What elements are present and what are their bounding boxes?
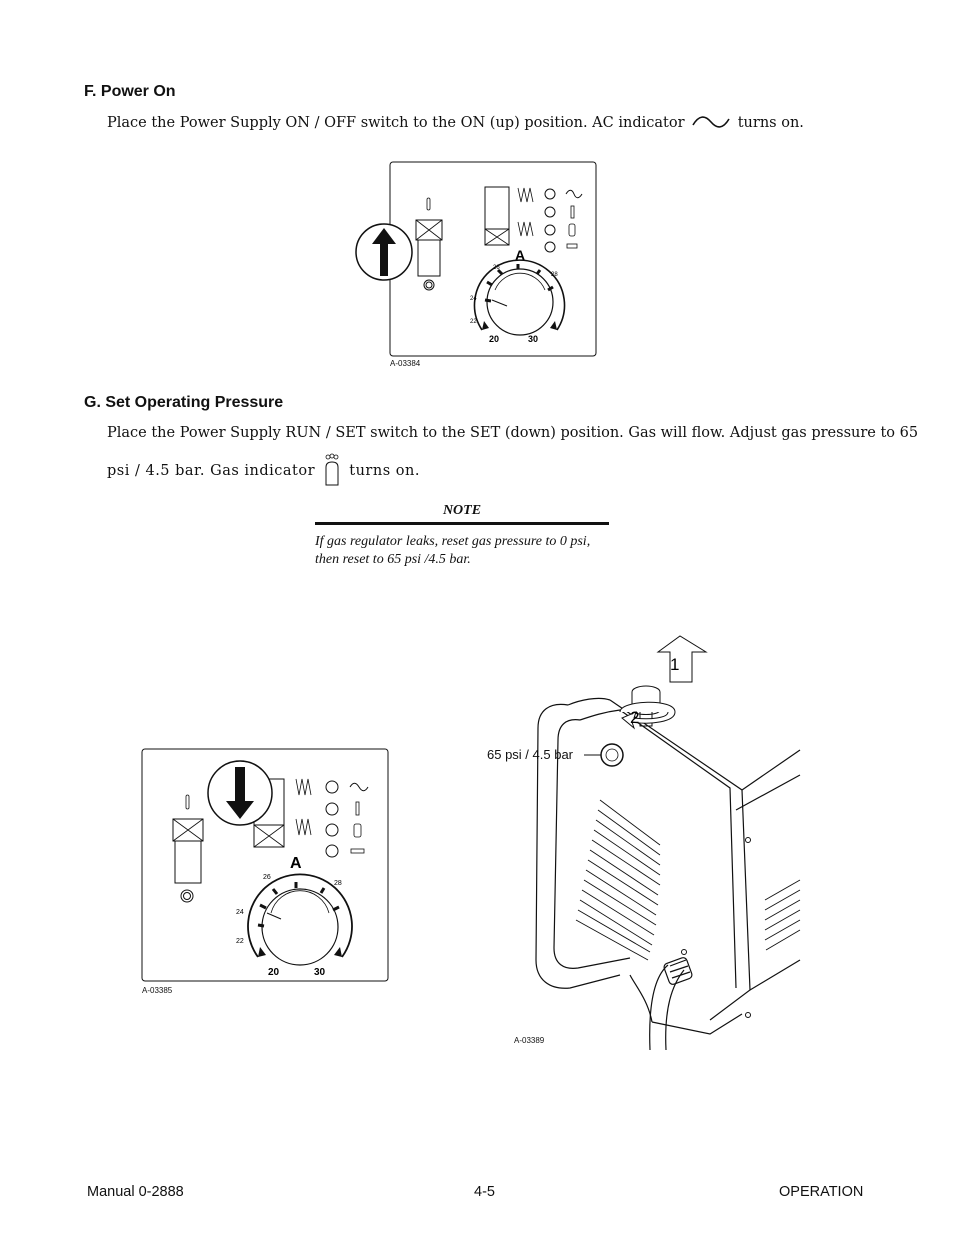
step-1-label: 1	[670, 655, 679, 674]
pressure-callout: 65 psi / 4.5 bar	[487, 747, 573, 762]
panel-figure-on: A 20 22 24 26 28 30	[355, 161, 597, 357]
note-box: NOTE If gas regulator leaks, reset gas p…	[315, 503, 609, 569]
section-g-heading: G. Set Operating Pressure	[84, 394, 284, 411]
label-a: A	[515, 247, 525, 263]
footer-section: OPERATION	[779, 1184, 864, 1200]
power-cable	[649, 957, 693, 1051]
rotate-arrow-icon	[619, 701, 676, 730]
current-dial[interactable]: 20 22 24 26 28 30	[470, 259, 566, 344]
svg-text:24: 24	[236, 909, 244, 916]
svg-text:26: 26	[493, 265, 500, 271]
svg-text:20: 20	[268, 967, 280, 978]
current-dial[interactable]: 20 22 24 26 28 30	[236, 873, 353, 978]
svg-text:22: 22	[236, 938, 244, 945]
section-f-text-after: turns on.	[737, 115, 804, 131]
svg-text:28: 28	[334, 880, 342, 887]
ac-wave-icon	[692, 116, 730, 128]
section-f-text-before: Place the Power Supply ON / OFF switch t…	[107, 115, 685, 131]
arrow-down-icon	[207, 760, 273, 826]
figure-2-id: A-03385	[142, 986, 173, 995]
section-f-heading: F. Power On	[84, 83, 176, 100]
arrow-up-icon	[355, 223, 413, 281]
note-title: NOTE	[442, 503, 482, 518]
svg-text:28: 28	[551, 272, 558, 278]
pressure-gauge	[600, 743, 624, 767]
power-switch[interactable]	[172, 818, 204, 884]
svg-text:24: 24	[470, 296, 477, 302]
run-set-switch[interactable]	[484, 186, 510, 246]
svg-text:22: 22	[470, 319, 477, 325]
svg-text:30: 30	[314, 967, 326, 978]
label-a: A	[290, 855, 302, 872]
note-rule	[315, 522, 609, 525]
svg-text:20: 20	[489, 334, 499, 344]
note-line-2: then reset to 65 psi /4.5 bar.	[315, 552, 471, 567]
svg-text:26: 26	[263, 874, 271, 881]
section-g-line2-after: turns on.	[349, 463, 420, 479]
section-f-text: Place the Power Supply ON / OFF switch t…	[107, 115, 804, 131]
panel-figure-set: A 20 22 24 26 28 30	[141, 748, 389, 982]
step-2-label: 2	[630, 708, 639, 727]
unit-figure: 1 2	[535, 635, 801, 1051]
vent-grille	[575, 799, 801, 961]
footer-page-number: 4-5	[474, 1184, 495, 1200]
section-g-line2-before: psi / 4.5 bar. Gas indicator	[107, 463, 316, 479]
section-g-line2: psi / 4.5 bar. Gas indicator turns on.	[107, 453, 420, 487]
arrow-up-icon	[656, 635, 708, 683]
footer-manual: Manual 0-2888	[87, 1184, 184, 1200]
power-switch[interactable]	[415, 219, 443, 277]
section-g-line1: Place the Power Supply RUN / SET switch …	[107, 425, 919, 441]
figure-1-id: A-03384	[390, 359, 421, 368]
figure-3-id: A-03389	[514, 1036, 545, 1045]
note-line-1: If gas regulator leaks, reset gas pressu…	[315, 534, 591, 549]
gas-cylinder-icon	[325, 453, 339, 486]
svg-text:30: 30	[528, 334, 538, 344]
